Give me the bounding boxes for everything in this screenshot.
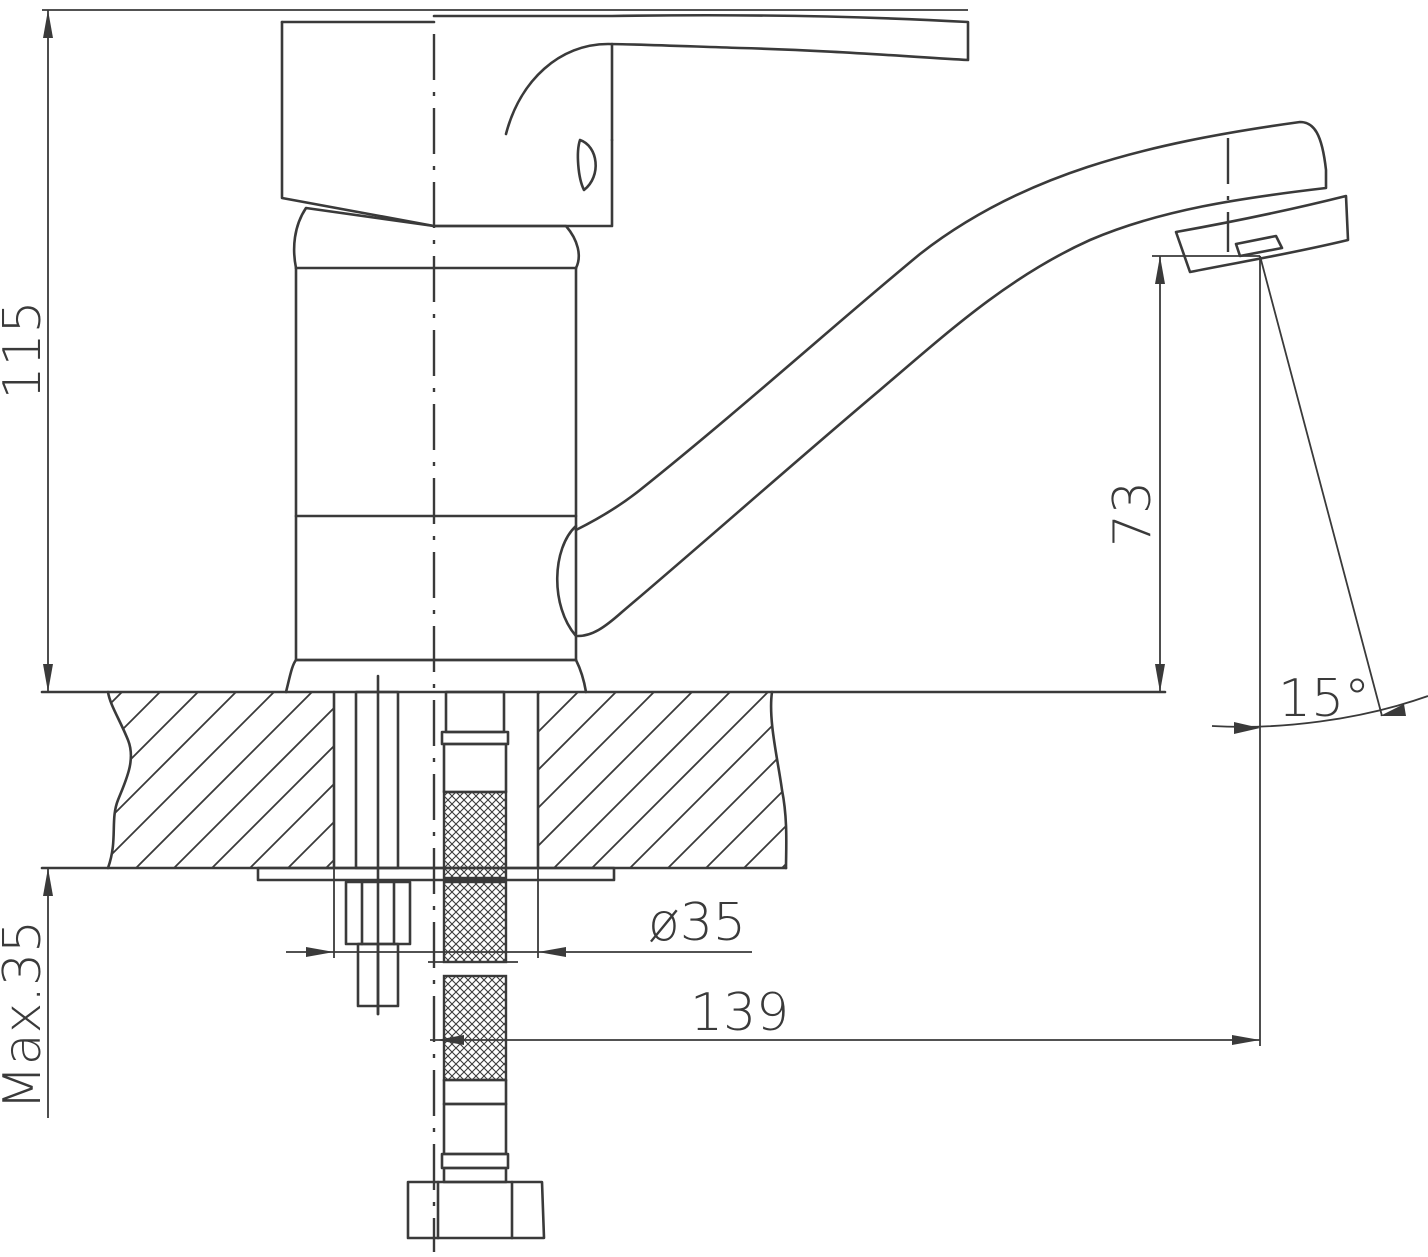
- hose-neck: [442, 1166, 508, 1184]
- arrow-head: [1380, 704, 1406, 716]
- hatch-line: [108, 692, 161, 868]
- arrow-head: [1232, 1035, 1260, 1045]
- hatch-line: [781, 692, 787, 868]
- spout-root: [555, 524, 578, 638]
- aerator: [1174, 194, 1350, 274]
- mounting-hole: [334, 692, 538, 868]
- faucet-body: [280, 13, 970, 1252]
- arrow-head: [1234, 722, 1260, 734]
- slab-hatching: [0, 692, 1262, 868]
- hose-braid-lower: [442, 974, 508, 1082]
- hatch-line: [591, 692, 769, 868]
- hatch-line: [667, 692, 787, 868]
- hatch-line: [108, 692, 199, 868]
- arrow-head: [1155, 664, 1165, 692]
- hatch-line: [173, 692, 351, 868]
- dimension-label-73: 73: [1103, 481, 1163, 547]
- hatch-line: [553, 692, 731, 868]
- hatch-line: [1048, 692, 1224, 868]
- arrow-head: [436, 1035, 464, 1045]
- arrow-head: [538, 947, 566, 957]
- hatch-line: [858, 692, 1034, 868]
- hose-lower-ring: [440, 1152, 510, 1170]
- hatch-line: [934, 692, 1110, 868]
- dimension-spout-angle: 15°: [1211, 255, 1428, 1046]
- hatch-line: [743, 692, 787, 868]
- dimension-label-max35: Max.35: [0, 920, 53, 1110]
- hatch-line: [515, 692, 693, 868]
- fixing-plate: [256, 866, 616, 882]
- dimension-label-d35: ø35: [648, 893, 746, 953]
- under-counter-fittings: [344, 674, 546, 1240]
- flexible-hose: [406, 690, 546, 1240]
- dimension-label-15deg: 15°: [1278, 669, 1370, 729]
- hatch-line: [1086, 692, 1262, 868]
- arrow-head: [43, 664, 53, 692]
- arrow-head: [43, 868, 53, 896]
- countertop-section: [0, 690, 1262, 882]
- angled-reference-line: [1259, 255, 1383, 717]
- arrow-head: [43, 10, 53, 38]
- hatch-line: [972, 692, 1148, 868]
- aerator-outlet: [1234, 234, 1284, 258]
- hatch-line: [108, 692, 123, 868]
- body-base: [284, 658, 588, 694]
- hatch-line: [1010, 692, 1186, 868]
- dimension-overall-height: 115: [0, 9, 968, 692]
- dimension-hole-diameter: ø35: [286, 868, 752, 958]
- dimension-label-139: 139: [690, 983, 789, 1043]
- hose-lower-ferrule: [442, 1078, 508, 1106]
- arrow-head: [306, 947, 334, 957]
- dimension-label-115: 115: [0, 300, 53, 399]
- spout-outline: [574, 120, 1328, 638]
- hose-braid-upper: [442, 790, 508, 880]
- hose-lower-sleeve: [442, 1102, 508, 1156]
- hatch-line: [0, 692, 84, 868]
- hatch-line: [896, 692, 1072, 868]
- spout: [555, 120, 1350, 638]
- hatch-line: [108, 692, 237, 868]
- hatch-line: [820, 692, 996, 868]
- body-dome: [292, 206, 580, 270]
- hatch-line: [135, 692, 313, 868]
- dimension-max-thickness: Max.35: [0, 868, 53, 1118]
- dimension-spout-reach: 139: [428, 961, 1260, 1045]
- hose-braid-middle: [442, 880, 508, 964]
- arrow-head: [1155, 256, 1165, 284]
- handle-block: [280, 20, 614, 228]
- slab-left-break: [106, 690, 133, 870]
- lever-handle: [432, 13, 970, 136]
- slab-right-break: [769, 690, 788, 870]
- hatch-line: [108, 692, 275, 868]
- hose-union-nut: [406, 1180, 546, 1240]
- temperature-indicator: [576, 138, 597, 192]
- dimension-spout-height: 73: [1103, 255, 1260, 692]
- hatch-line: [705, 692, 787, 868]
